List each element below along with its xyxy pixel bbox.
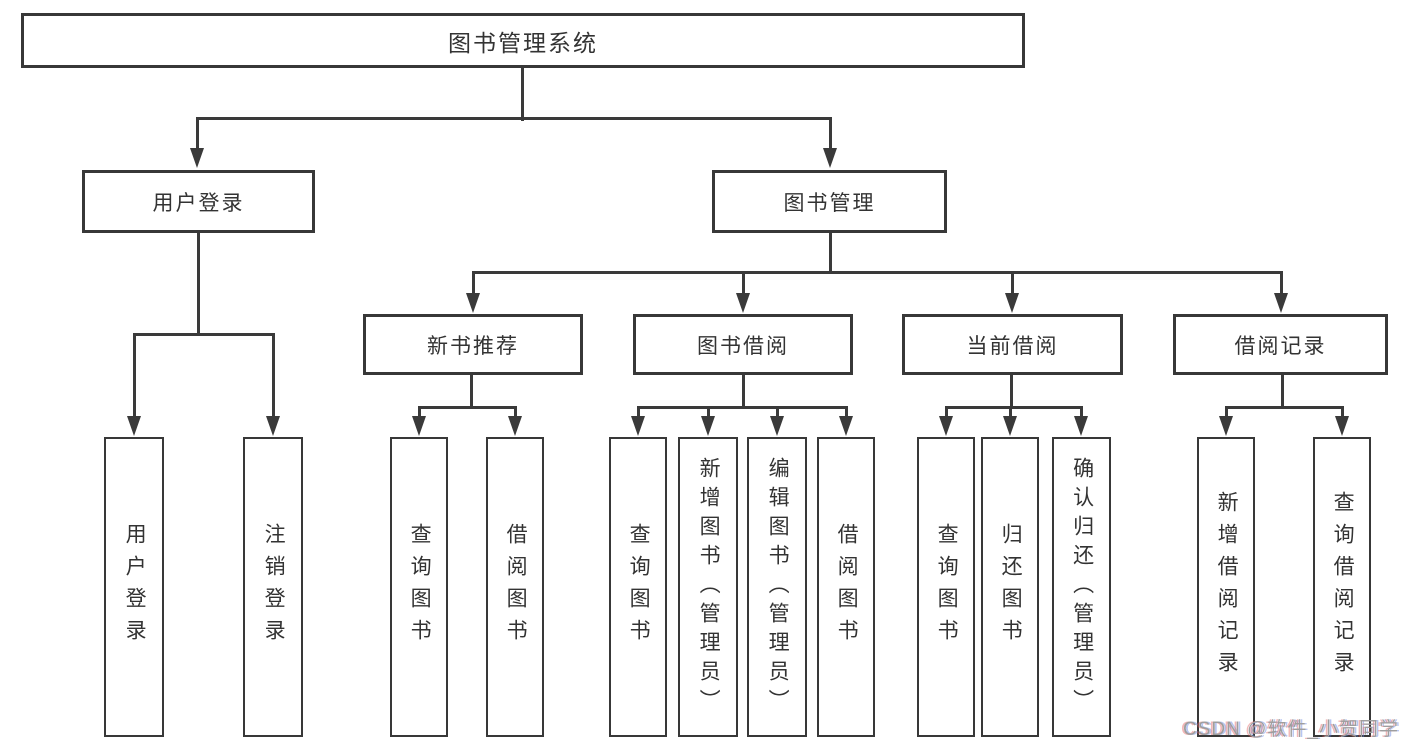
- node-label: 图书管理: [783, 191, 876, 215]
- leaf-confirm-return-admin: 确认归还（管理员）: [1052, 437, 1111, 737]
- connector-arrow-line: [271, 334, 275, 416]
- node-user-login: 用户登录: [82, 170, 315, 233]
- connector-arrow-line: [706, 407, 710, 416]
- connector-vline: [1280, 375, 1284, 409]
- csdn-watermark: CSDN @软件_小贺同学: [1183, 719, 1399, 740]
- connector-arrow-line: [636, 407, 640, 416]
- leaf-query-books-recommend: 查询图书: [390, 437, 448, 737]
- connector-vline: [828, 233, 832, 274]
- node-label: 图书借阅: [697, 334, 789, 358]
- arrow-down: [508, 416, 522, 436]
- leaf-query-borrow-record: 查询借阅记录: [1313, 437, 1371, 737]
- node-label: 确认归还（管理员）: [1070, 456, 1094, 718]
- connector-vline: [741, 375, 745, 409]
- connector-arrow-line: [132, 334, 136, 416]
- leaf-edit-books-admin: 编辑图书（管理员）: [747, 437, 807, 737]
- connector-hline: [195, 116, 832, 120]
- connector-arrow-line: [417, 407, 421, 416]
- leaf-borrow-books: 借阅图书: [817, 437, 875, 737]
- arrow-down: [127, 416, 141, 436]
- connector-arrow-line: [1079, 407, 1083, 416]
- arrow-down: [1219, 416, 1233, 436]
- node-label: 查询图书: [627, 523, 651, 651]
- connector-arrow-line: [844, 407, 848, 416]
- connector-arrow-line: [471, 272, 475, 293]
- node-label: 借阅记录: [1234, 334, 1327, 358]
- node-label: 用户登录: [123, 523, 147, 651]
- connector-arrow-line: [1340, 407, 1344, 416]
- leaf-return-books: 归还图书: [981, 437, 1039, 737]
- connector-arrow-line: [1224, 407, 1228, 416]
- connector-hline: [944, 405, 1083, 409]
- leaf-borrow-books-recommend: 借阅图书: [486, 437, 544, 737]
- node-current-borrowing: 当前借阅: [902, 314, 1123, 375]
- arrow-down: [1274, 293, 1288, 313]
- connector-arrow-line: [828, 118, 832, 148]
- node-new-book-recommend: 新书推荐: [363, 314, 583, 375]
- arrow-down: [1074, 416, 1088, 436]
- arrow-down: [770, 416, 784, 436]
- arrow-down: [939, 416, 953, 436]
- leaf-add-borrow-record: 新增借阅记录: [1197, 437, 1255, 737]
- arrow-down: [466, 293, 480, 313]
- leaf-user-login: 用户登录: [104, 437, 164, 737]
- node-borrowing-records: 借阅记录: [1173, 314, 1388, 375]
- node-label: 编辑图书（管理员）: [766, 456, 790, 718]
- leaf-add-books-admin: 新增图书（管理员）: [678, 437, 738, 737]
- leaf-logout: 注销登录: [243, 437, 303, 737]
- arrow-down: [823, 148, 837, 168]
- connector-vline: [469, 375, 473, 409]
- node-label: 新书推荐: [427, 334, 519, 358]
- arrow-down: [1003, 416, 1017, 436]
- node-label: 借阅图书: [835, 523, 859, 651]
- arrow-down: [839, 416, 853, 436]
- node-label: 归还图书: [999, 523, 1023, 651]
- node-label: 新增图书（管理员）: [697, 456, 721, 718]
- connector-hline: [132, 332, 275, 336]
- connector-vline: [196, 233, 200, 336]
- connector-arrow-line: [775, 407, 779, 416]
- node-label: 图书管理系统: [448, 29, 598, 56]
- node-label: 新增借阅记录: [1215, 491, 1239, 683]
- connector-arrow-line: [513, 407, 517, 416]
- arrow-down: [1005, 293, 1019, 313]
- connector-arrow-line: [1010, 272, 1014, 293]
- node-label: 查询图书: [408, 523, 432, 651]
- node-book-management: 图书管理: [712, 170, 947, 233]
- leaf-query-books-current: 查询图书: [917, 437, 975, 737]
- node-label: 借阅图书: [504, 523, 528, 651]
- connector-arrow-line: [1008, 407, 1012, 416]
- connector-hline: [417, 405, 517, 409]
- connector-arrow-line: [741, 272, 745, 293]
- node-label: 当前借阅: [966, 334, 1059, 358]
- node-label: 查询图书: [935, 523, 959, 651]
- arrow-down: [412, 416, 426, 436]
- connector-vline: [520, 68, 524, 121]
- node-label: 查询借阅记录: [1331, 491, 1355, 683]
- leaf-query-books-borrow: 查询图书: [609, 437, 667, 737]
- node-label: 用户登录: [152, 191, 245, 215]
- arrow-down: [190, 148, 204, 168]
- connector-hline: [1224, 405, 1344, 409]
- connector-hline: [636, 405, 848, 409]
- node-library-system: 图书管理系统: [21, 13, 1025, 68]
- arrow-down: [631, 416, 645, 436]
- connector-hline: [471, 270, 1283, 274]
- arrow-down: [266, 416, 280, 436]
- arrow-down: [701, 416, 715, 436]
- node-book-borrowing: 图书借阅: [633, 314, 853, 375]
- connector-arrow-line: [944, 407, 948, 416]
- connector-arrow-line: [195, 118, 199, 148]
- arrow-down: [736, 293, 750, 313]
- connector-vline: [1009, 375, 1013, 409]
- arrow-down: [1335, 416, 1349, 436]
- connector-arrow-line: [1279, 272, 1283, 293]
- node-label: 注销登录: [262, 523, 286, 651]
